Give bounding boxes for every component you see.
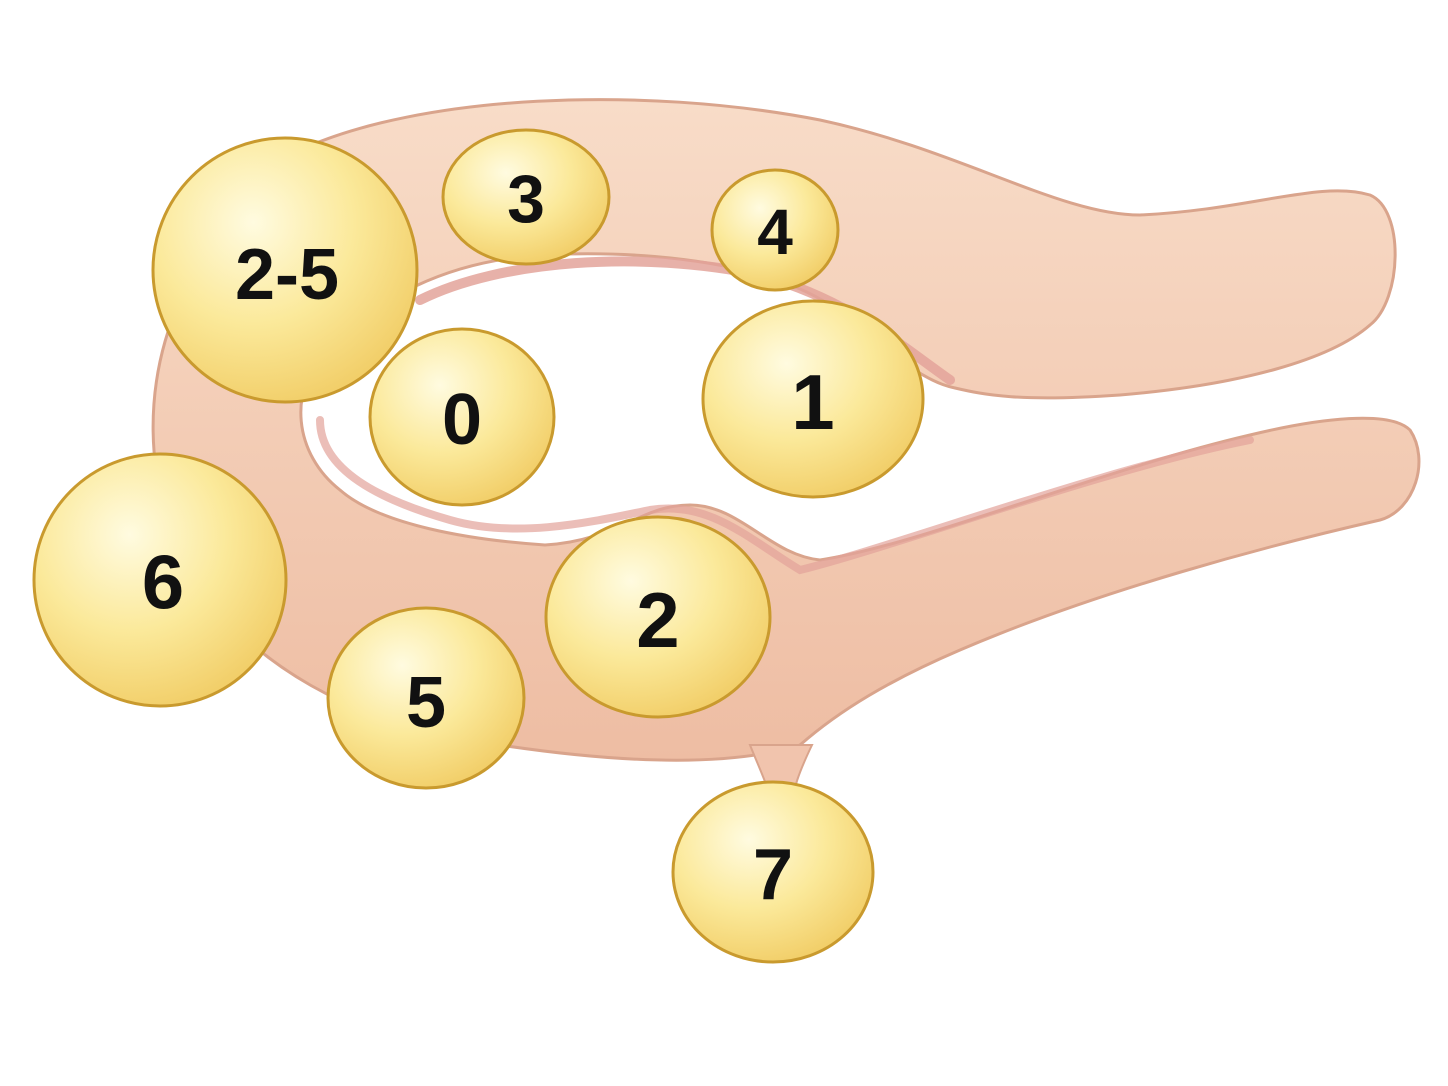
node-3: 3	[443, 130, 609, 264]
node-label: 4	[757, 196, 793, 268]
node-label: 7	[753, 835, 793, 915]
node-0: 0	[370, 329, 554, 505]
node-5: 5	[328, 608, 524, 788]
node-label: 3	[507, 161, 545, 237]
node-label: 1	[791, 358, 834, 446]
node-7: 7	[673, 782, 873, 962]
node-2: 2	[546, 517, 770, 717]
node-label: 6	[142, 541, 184, 626]
node-label: 2	[636, 576, 679, 664]
node-2-5: 2-5	[153, 138, 417, 402]
node-label: 2-5	[235, 235, 339, 315]
node-1: 1	[703, 301, 923, 497]
node-6: 6	[34, 454, 286, 706]
node-4: 4	[712, 170, 838, 290]
node-label: 0	[442, 380, 482, 460]
node-label: 5	[406, 663, 446, 743]
